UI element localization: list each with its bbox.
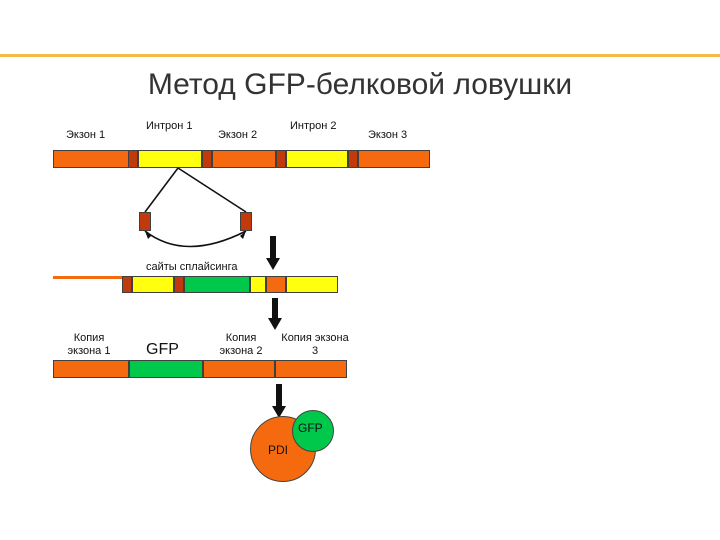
label-exon-1: Экзон 1 xyxy=(66,129,106,141)
splice-site-box-right xyxy=(240,212,252,231)
gfp-segment xyxy=(129,360,203,378)
process-arrow-1 xyxy=(266,236,280,270)
splice-site-segment xyxy=(174,276,184,293)
label-copy-exon-1: Копия экзона 1 xyxy=(67,332,111,357)
exon-1-line xyxy=(53,276,123,279)
copy-exon-3-segment xyxy=(275,360,347,378)
splice-site-segment xyxy=(122,276,132,293)
label-exon-2: Экзон 2 xyxy=(218,129,258,141)
label-intron-1: Интрон 1 xyxy=(146,120,193,132)
gfp-insert-segment xyxy=(184,276,250,293)
splice-arrowhead-right xyxy=(240,231,246,239)
label-exon-3: Экзон 3 xyxy=(368,129,408,141)
exon-2-segment xyxy=(266,276,286,293)
label-intron-2: Интрон 2 xyxy=(290,120,337,132)
splice-site-box-left xyxy=(139,212,151,231)
label-pdi: PDI xyxy=(268,443,289,457)
process-arrow-2 xyxy=(268,298,282,330)
label-gfp: GFP xyxy=(146,341,179,358)
intron-2-segment xyxy=(286,150,348,168)
splice-sites-label: сайты сплайсинга xyxy=(146,261,238,273)
insertion-line-left xyxy=(144,167,179,213)
page-title: Метод GFP-белковой ловушки xyxy=(147,68,573,101)
exon-3-segment xyxy=(358,150,430,168)
intron-1-segment xyxy=(138,150,202,168)
label-gfp-protein: GFP xyxy=(298,421,323,435)
intron-2-segment xyxy=(286,276,338,293)
label-copy-exon-2: Копия экзона 2 xyxy=(219,332,263,357)
process-arrow-3 xyxy=(272,384,286,418)
label-copy-exon-3: Копия экзона 3 xyxy=(281,332,349,357)
splice-loop-curve xyxy=(144,230,247,248)
copy-exon-1-segment xyxy=(53,360,129,378)
header-accent-line xyxy=(0,54,720,57)
insertion-line-right xyxy=(177,167,247,213)
copy-exon-2-segment xyxy=(203,360,275,378)
intron-1-segment xyxy=(132,276,174,293)
splice-site-segment xyxy=(348,150,358,168)
splice-site-segment xyxy=(202,150,212,168)
splice-site-segment xyxy=(276,150,286,168)
intron-1-segment xyxy=(250,276,266,293)
gfp-protein-circle xyxy=(292,410,334,452)
splice-site-segment xyxy=(128,150,138,168)
splice-arrowhead-left xyxy=(145,231,151,239)
exon-2-segment xyxy=(212,150,276,168)
